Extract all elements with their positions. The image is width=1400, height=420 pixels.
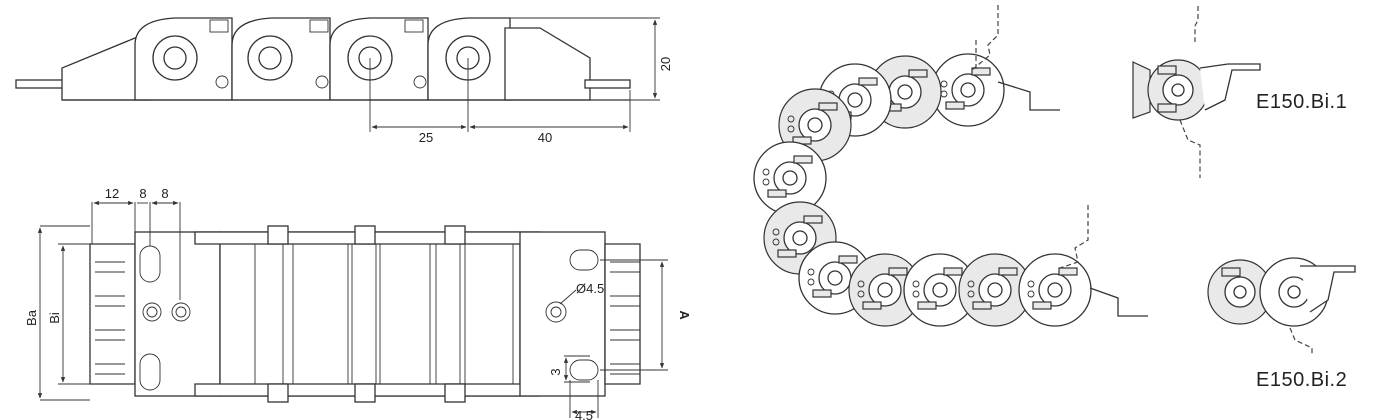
dim-slot: 3 [548,368,563,375]
chain-assembly-view [753,53,1092,327]
chain-link [848,253,922,327]
dim-w2: 8 [139,186,146,201]
variant-2-label: E150.Bi.2 [1256,369,1347,391]
label-bi: Bi [47,312,62,324]
chain-link [1018,253,1092,327]
dim-pitch: 25 [419,130,433,145]
side-links [134,17,511,101]
top-view: Ba Bi 12 8 8 [24,186,692,420]
dim-w3: 8 [161,186,168,201]
chain-link [903,253,977,327]
label-ba: Ba [24,309,39,326]
chain-link [931,53,1005,127]
variant-bi-2: E150.Bi.2 [1207,257,1356,391]
dim-hole: Ø4.5 [576,281,604,296]
label-a: A [677,310,692,320]
chain-link [958,253,1032,327]
dim-height: 20 [658,57,673,71]
side-view: 20 25 40 [15,17,673,145]
dim-slot-width: 4.5 [575,408,593,420]
chain-link [753,141,827,215]
variant-bi-1: E150.Bi.1 [1132,6,1347,178]
dim-w1: 12 [105,186,119,201]
dim-end-length: 40 [538,130,552,145]
variant-1-label: E150.Bi.1 [1256,91,1347,113]
